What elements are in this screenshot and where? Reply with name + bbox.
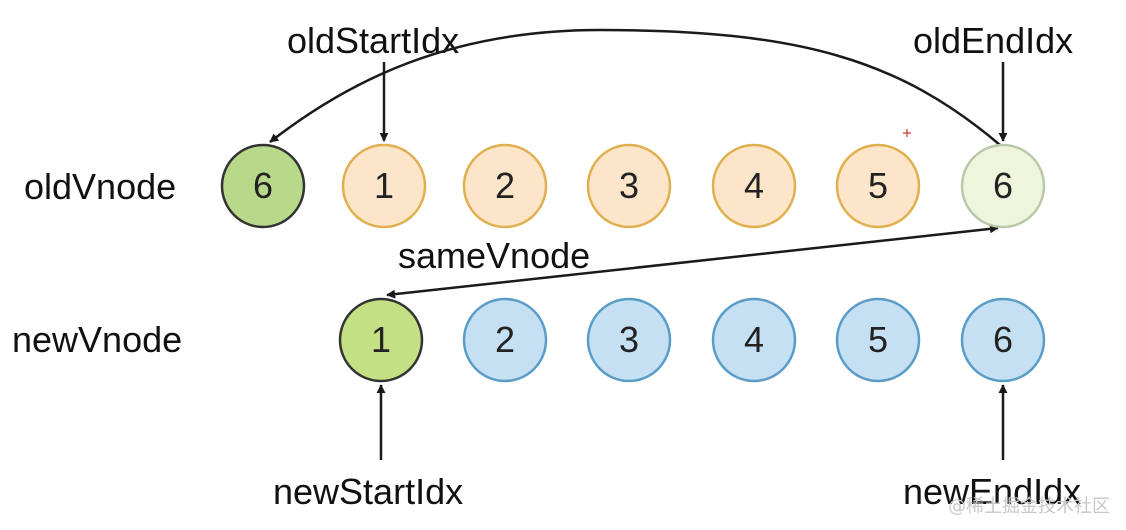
same-vnode-link-arrow: [386, 224, 999, 299]
old-node-value: 1: [374, 165, 394, 206]
old-node-circle: [711, 143, 797, 229]
same-vnode-label: sameVnode: [398, 235, 590, 276]
old-node-value: 3: [619, 165, 639, 206]
plus-mark-icon: [903, 129, 911, 137]
move-curve-arrow: [269, 28, 1001, 146]
old-node: 6: [220, 143, 306, 229]
old-node-circle: [835, 143, 921, 229]
old-node-circle: [586, 143, 672, 229]
new-node-value: 4: [744, 319, 764, 360]
old-node-value: 4: [744, 165, 764, 206]
old-node-value: 6: [253, 165, 273, 206]
new-node: 1: [338, 297, 424, 383]
old-node: 6: [960, 143, 1046, 229]
new-vnode-row: 1 2 3 4 5 6: [338, 297, 1046, 383]
new-node-circle: [711, 297, 797, 383]
new-node: 4: [711, 297, 797, 383]
new-node: 6: [960, 297, 1046, 383]
new-node-circle: [338, 297, 424, 383]
new-node: 2: [462, 297, 548, 383]
old-node-circle: [341, 143, 427, 229]
new-node-circle: [960, 297, 1046, 383]
old-node: 4: [711, 143, 797, 229]
new-vnode-row-label: newVnode: [12, 319, 182, 360]
new-node-value: 6: [993, 319, 1013, 360]
new-node-value: 2: [495, 319, 515, 360]
new-node-circle: [586, 297, 672, 383]
new-node: 3: [586, 297, 672, 383]
arrows: [269, 28, 1008, 460]
new-node-value: 5: [868, 319, 888, 360]
new-node-circle: [835, 297, 921, 383]
old-node-value: 2: [495, 165, 515, 206]
old-vnode-row-label: oldVnode: [24, 166, 176, 207]
old-vnode-row: 6 1 2 3 4 5 6: [220, 143, 1046, 229]
old-node-circle: [220, 143, 306, 229]
old-end-idx-label: oldEndIdx: [913, 20, 1073, 61]
old-node: 1: [341, 143, 427, 229]
new-node: 5: [835, 297, 921, 383]
new-end-idx-label: newEndIdx: [903, 471, 1081, 512]
old-node-circle: [960, 143, 1046, 229]
old-node-value: 5: [868, 165, 888, 206]
old-node-circle: [462, 143, 548, 229]
new-start-idx-label: newStartIdx: [273, 471, 463, 512]
new-node-value: 3: [619, 319, 639, 360]
new-node-circle: [462, 297, 548, 383]
old-node: 2: [462, 143, 548, 229]
old-node: 3: [586, 143, 672, 229]
old-node-value: 6: [993, 165, 1013, 206]
old-node: 5: [835, 143, 921, 229]
watermark-text: @稀土掘金技术社区: [948, 496, 1110, 517]
new-node-value: 1: [371, 319, 391, 360]
